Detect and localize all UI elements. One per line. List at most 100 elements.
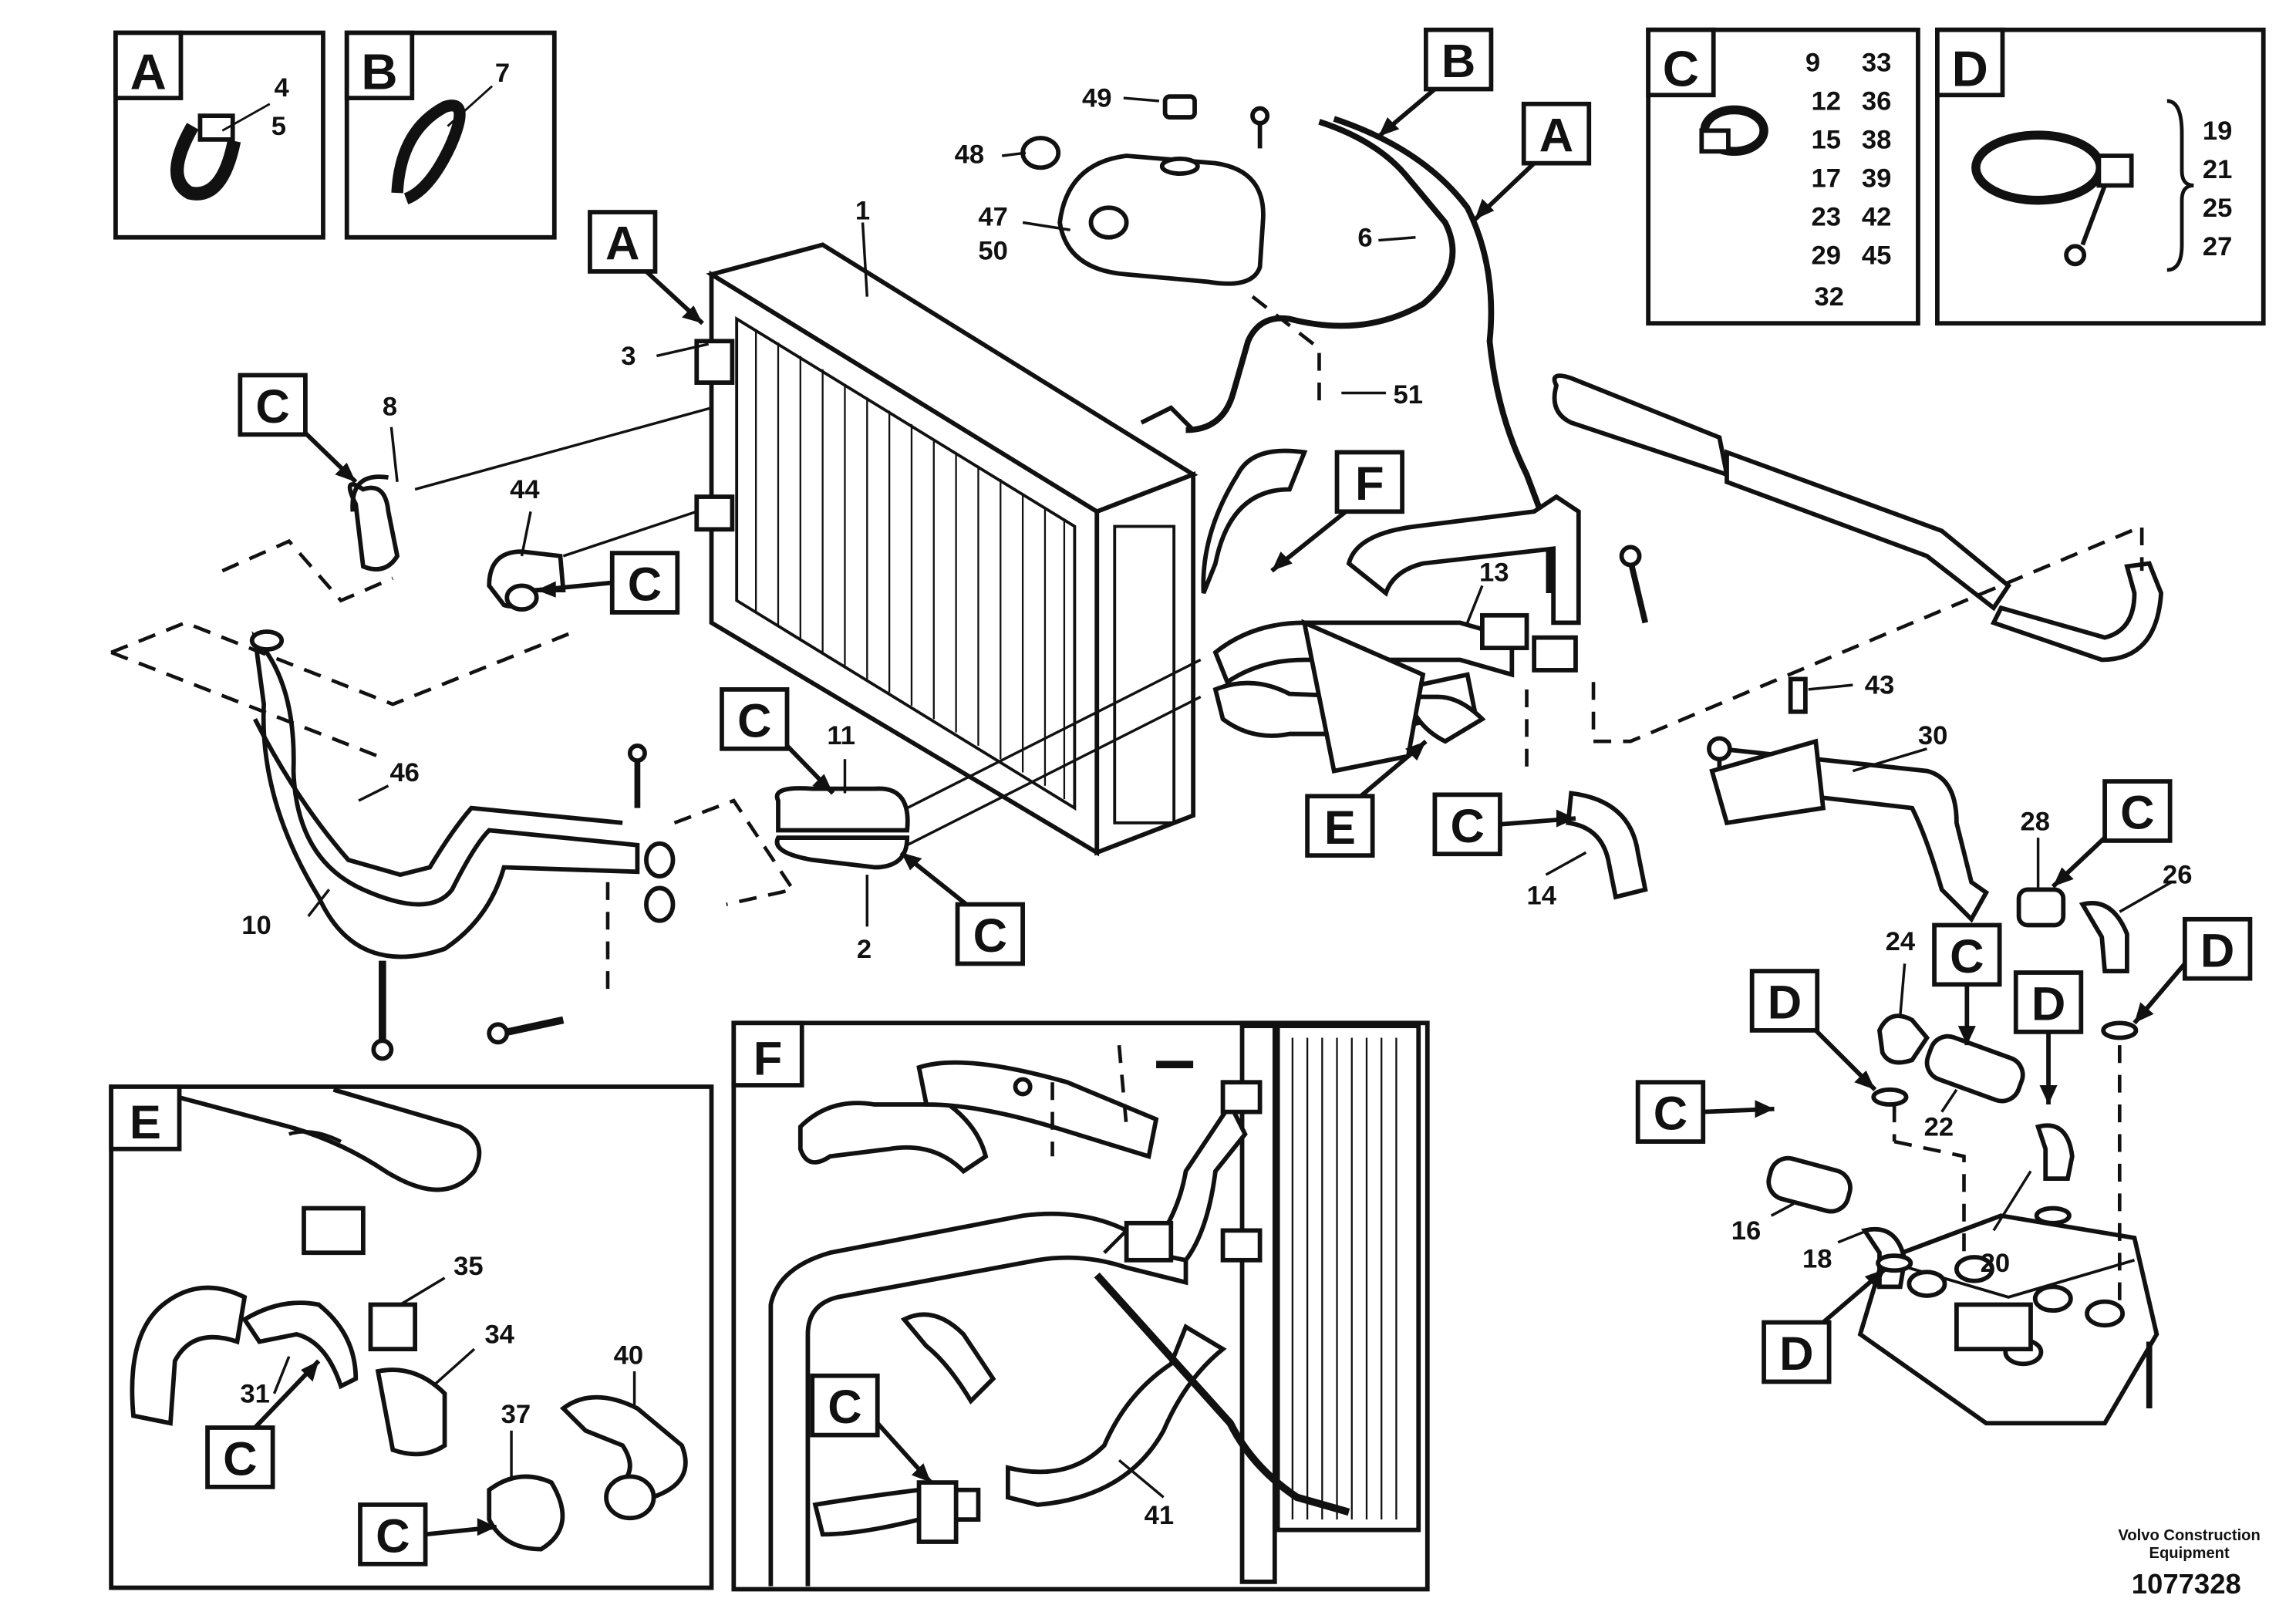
label-41: 41 (1145, 1501, 1174, 1530)
central-pipe-assembly (1201, 448, 1581, 774)
hose-16 (1766, 1155, 1853, 1214)
label-38: 38 (1862, 125, 1891, 154)
callout-c-f: C (828, 1381, 861, 1434)
callout-c-44: C (628, 558, 662, 612)
label-43: 43 (1865, 671, 1894, 700)
callout-d-26: D (2200, 924, 2234, 977)
detail-view-f: F 41 C (731, 1020, 1430, 1592)
hose-46 (249, 629, 676, 959)
callout-d-18: D (1779, 1327, 1813, 1381)
radiator-core-grille (755, 329, 1066, 800)
hose-44 (487, 549, 566, 612)
label-26: 26 (2163, 861, 2192, 890)
inset-d-letter: D (1952, 41, 1988, 97)
expansion-tank (1020, 94, 1270, 286)
label-18: 18 (1802, 1244, 1832, 1273)
label-1: 1 (855, 197, 870, 226)
label-22: 22 (1924, 1112, 1954, 1141)
cable-tie-icon (391, 99, 466, 204)
label-46: 46 (389, 758, 419, 787)
callout-c-e1: C (223, 1433, 257, 1486)
label-13: 13 (1479, 558, 1509, 588)
callout-a-radiator: A (605, 218, 639, 271)
brand-line-2: Equipment (2149, 1545, 2230, 1562)
label-44: 44 (510, 475, 540, 504)
fitting-20 (2035, 1123, 2075, 1182)
callout-f: F (1355, 457, 1384, 511)
label-45: 45 (1862, 241, 1891, 270)
label-8: 8 (383, 392, 397, 421)
callout-c-e2: C (376, 1509, 410, 1563)
label-23: 23 (1812, 202, 1841, 231)
label-51: 51 (1394, 380, 1423, 410)
label-12: 12 (1812, 86, 1841, 116)
callout-c-22: C (1950, 930, 1984, 983)
label-28: 28 (2021, 807, 2050, 836)
label-9: 9 (1805, 48, 1820, 77)
hose-8 (347, 474, 400, 572)
fitting-28 (2016, 887, 2066, 928)
callout-d-20: D (2031, 977, 2065, 1030)
inset-box-c: C 9 33 12 36 15 38 17 39 23 42 29 45 32 (1646, 27, 1920, 326)
label-42: 42 (1862, 202, 1891, 231)
label-15: 15 (1812, 125, 1841, 154)
inset-a-letter: A (130, 44, 167, 100)
detail-f-letter: F (754, 1033, 783, 1086)
label-4: 4 (275, 73, 290, 103)
callout-e: E (1324, 801, 1356, 855)
label-50: 50 (978, 237, 1007, 266)
label-27: 27 (2203, 232, 2232, 261)
callout-b: B (1441, 35, 1475, 88)
callout-d-24: D (1768, 976, 1802, 1030)
label-30: 30 (1918, 721, 1947, 750)
label-16: 16 (1731, 1216, 1761, 1246)
footer: Volvo Construction Equipment 1077328 (2118, 1527, 2260, 1600)
label-2: 2 (857, 935, 872, 964)
callout-c-16: C (1654, 1088, 1687, 1141)
label-40: 40 (614, 1340, 643, 1370)
hose-clamp-icon (1699, 105, 1768, 157)
label-34: 34 (484, 1320, 514, 1349)
label-6: 6 (1357, 223, 1372, 252)
inset-box-a: A 4 5 (113, 30, 325, 240)
callout-c-11: C (737, 694, 771, 747)
leader-lines (307, 96, 2173, 1244)
inset-box-d: D 19 21 25 27 (1935, 27, 2266, 326)
label-48: 48 (955, 140, 984, 170)
label-37: 37 (501, 1400, 531, 1429)
label-29: 29 (1812, 241, 1841, 270)
callout-c-8: C (255, 380, 289, 433)
inset-b-letter: B (361, 44, 397, 100)
label-11: 11 (827, 721, 855, 750)
inset-c-letter: C (1663, 41, 1699, 97)
fitting-26 (2079, 901, 2129, 973)
detail-view-e: E 35 34 31 37 40 C C (109, 1084, 714, 1590)
label-24: 24 (1886, 927, 1916, 956)
tank-cap-48 (1020, 136, 1061, 170)
inset-box-b: B 7 (344, 30, 557, 240)
part-number-labels: 1 2 3 6 8 10 11 13 14 16 18 20 22 24 26 … (241, 84, 2192, 1279)
p-clamp-icon (170, 113, 241, 201)
callouts-main: A A B C C C C C (238, 27, 2253, 1384)
label-21: 21 (2203, 155, 2232, 184)
label-25: 25 (2203, 194, 2232, 223)
label-31: 31 (240, 1379, 269, 1408)
label-32: 32 (1814, 282, 1843, 312)
radiator (694, 242, 1199, 857)
bolts (371, 545, 2153, 1409)
label-17: 17 (1812, 164, 1841, 193)
label-49: 49 (1082, 84, 1111, 113)
detail-e-letter: E (130, 1096, 161, 1149)
label-33: 33 (1862, 48, 1891, 77)
label-5: 5 (271, 112, 286, 141)
label-19: 19 (2203, 116, 2232, 146)
label-10: 10 (241, 911, 271, 940)
label-35: 35 (453, 1252, 483, 1281)
tank-cap-49 (1162, 94, 1197, 120)
label-47: 47 (978, 202, 1007, 231)
band-clamp-icon (1971, 130, 2134, 267)
sensor-43 (1788, 676, 1808, 714)
hose-11 (774, 786, 910, 833)
callout-c-28: C (2120, 787, 2154, 840)
callout-a-top: A (1539, 109, 1573, 162)
